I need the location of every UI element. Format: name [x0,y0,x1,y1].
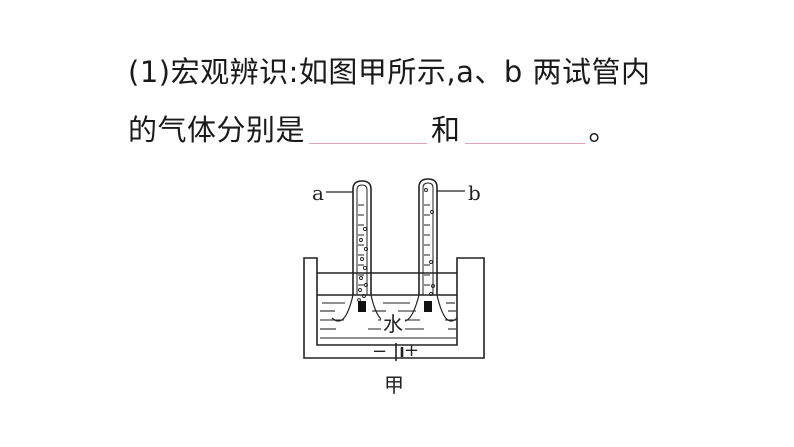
test-tube-a [331,180,393,322]
battery-minus-sign: − [372,341,387,362]
label-b: b [468,181,481,205]
question-text-and: 和 [431,113,461,147]
answer-blank-2[interactable] [464,113,585,144]
trough [303,257,485,359]
label-a: a [312,181,324,205]
question-line-1: (1)宏观辨识:如图甲所示,a、b 两试管内 [128,55,651,89]
figure-caption: 甲 [384,373,404,397]
test-tube-b [397,178,458,322]
electrode-b [424,301,432,312]
electrode-a [358,301,366,312]
answer-blank-1[interactable] [309,113,428,144]
battery-plus-sign: + [404,340,419,361]
question-text-end: 。 [588,113,619,147]
question-line-2: 的气体分别是 和 。 [128,110,618,150]
water-label-bg [381,312,405,334]
water-lines [320,302,456,339]
question-text-before-blank: 的气体分别是 [128,113,306,147]
gas-bubbles-a [357,226,369,302]
gas-bubbles-b [424,188,435,296]
water-label: 水 [383,312,403,336]
